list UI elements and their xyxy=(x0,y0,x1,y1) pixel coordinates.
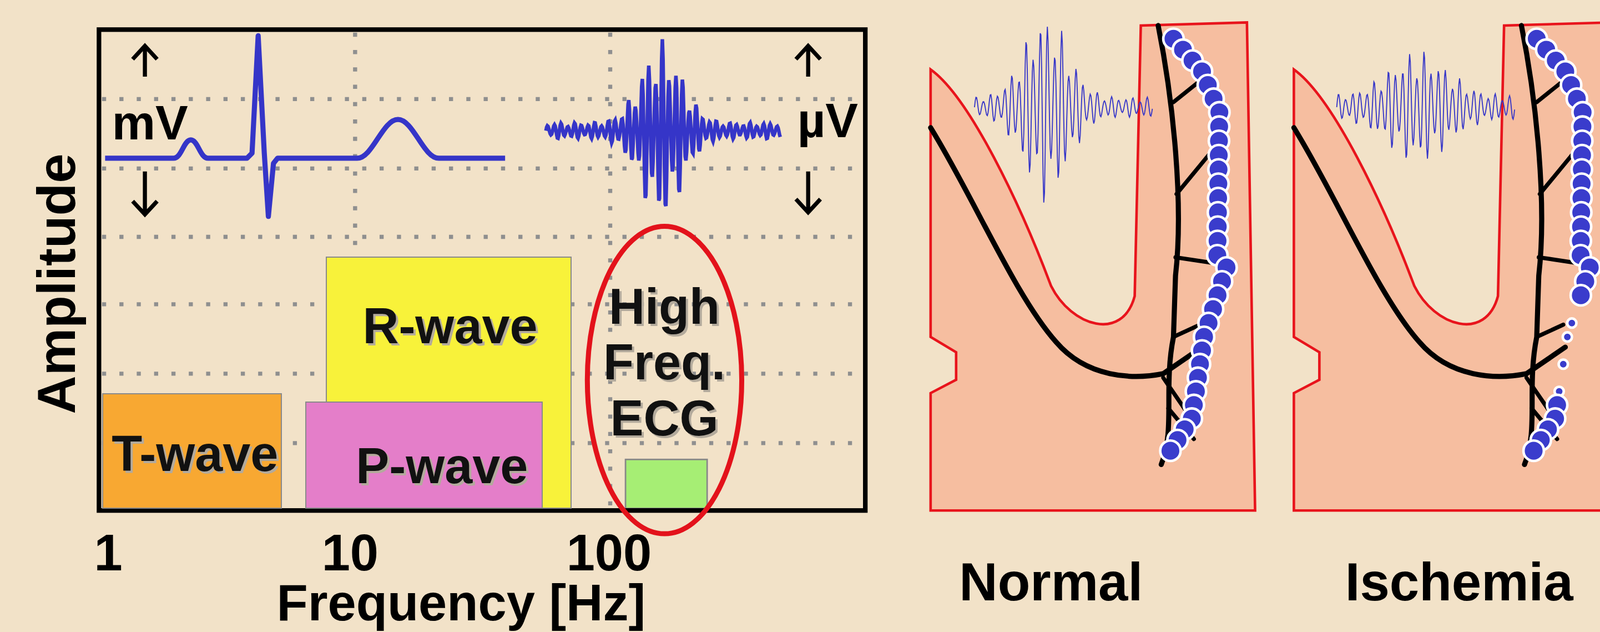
purkinje-dot xyxy=(1160,440,1181,461)
signal-normal xyxy=(974,26,1153,203)
tick-label: 10 xyxy=(321,526,379,578)
unit-label: mV xyxy=(112,98,189,148)
band-label: R-wave xyxy=(362,300,538,351)
tick-label: 100 xyxy=(566,526,653,578)
tick-label: 1 xyxy=(93,526,123,578)
purkinje-dot xyxy=(1558,359,1569,369)
band-label: T-wave xyxy=(111,428,279,479)
heart-wall-normal xyxy=(930,22,1256,511)
t-wave-band: T-wave xyxy=(102,392,282,509)
chart-frame xyxy=(98,29,866,511)
purkinje-dot xyxy=(1570,284,1592,306)
hf-band xyxy=(625,458,708,508)
p-wave-band: P-wave xyxy=(305,401,543,509)
axis-title: Frequency [Hz] xyxy=(276,576,646,628)
band-label: P-wave xyxy=(355,440,528,491)
band-label: High Freq. ECG xyxy=(594,278,734,447)
purkinje-dots-normal xyxy=(1160,28,1238,461)
axis-title: Amplitude xyxy=(29,153,83,414)
purkinje-dots-ischemia xyxy=(1523,28,1600,461)
purkinje-dot xyxy=(1562,331,1573,342)
heart-wall-ischemia xyxy=(1293,22,1600,511)
panel-caption: Normal xyxy=(959,554,1143,609)
amplitude-arrows xyxy=(132,46,821,215)
grid-lines xyxy=(102,32,864,509)
high-frequency-trace xyxy=(546,39,781,206)
unit-label: µV xyxy=(797,96,858,145)
ecg-trace xyxy=(104,35,506,216)
signal-ischemia xyxy=(1336,51,1515,159)
panel-caption: Ischemia xyxy=(1345,554,1574,609)
purkinje-dot xyxy=(1523,440,1544,461)
high-freq-ellipse: High Freq. ECG xyxy=(584,223,745,537)
purkinje-dot xyxy=(1567,318,1577,328)
